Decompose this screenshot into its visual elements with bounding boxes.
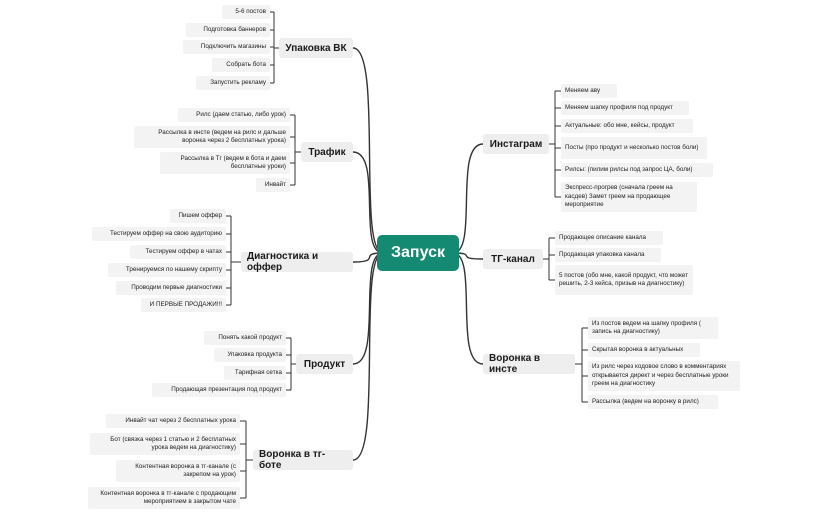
leaf-instagram-5[interactable]: Рилсы: (пилим рилсы под запрос ЦА, боли) [561, 163, 713, 177]
root-link-tg-kanal [452, 252, 484, 260]
root-link-trafik [352, 151, 384, 254]
leaf-upakovka-vk-5[interactable]: Запустить рекламу [196, 76, 270, 90]
leaf-voronka-tg-bote-3[interactable]: Контентная воронка в тг-канале (с закреп… [116, 460, 240, 482]
leaf-produkt-4[interactable]: Продающая презентация под продукт [152, 383, 286, 397]
leaf-upakovka-vk-2[interactable]: Подготовка баннеров [186, 23, 270, 37]
leaf-voronka-inste-3[interactable]: Из рилс через кодовое слово в комментари… [588, 361, 740, 391]
leaf-upakovka-vk-3[interactable]: Подключить магазины [183, 40, 270, 54]
leaf-diagnostika-5[interactable]: Проводим первые диагностики [116, 281, 226, 295]
leaf-tg-kanal-3[interactable]: 5 постов (обо мне, какой продукт, что мо… [555, 265, 693, 295]
branch-voronka-tg-bote[interactable]: Воронка в тг-боте [253, 449, 353, 471]
leaf-trafik-1[interactable]: Рилс (даем статью, либо урок) [178, 108, 290, 122]
leaf-instagram-4[interactable]: Посты (про продукт и несколько постов бо… [561, 137, 707, 159]
branch-produkt[interactable]: Продукт [296, 354, 353, 374]
leaf-produkt-2[interactable]: Упаковка продукта [214, 348, 286, 362]
leaf-diagnostika-1[interactable]: Пишем оффер [170, 209, 226, 223]
leaf-trafik-4[interactable]: Инвайт [256, 178, 290, 192]
root-link-upakovka-vk [352, 47, 384, 254]
leaf-diagnostika-2[interactable]: Тестируем оффер на свою аудиторию [92, 227, 226, 241]
root-link-voronka-tg-bote [352, 252, 384, 461]
leaf-voronka-tg-bote-4[interactable]: Контентная воронка в тг-канале с продающ… [88, 487, 240, 509]
branch-instagram[interactable]: Инстаграм [483, 134, 549, 154]
leaf-diagnostika-4[interactable]: Тренируемся по нашему скрипту [108, 263, 226, 277]
leaf-voronka-tg-bote-1[interactable]: Инвайт чат через 2 бесплатных урока [106, 414, 240, 428]
root-link-produkt [352, 252, 384, 365]
root-node[interactable]: Запуск [377, 235, 459, 271]
root-link-instagram [452, 143, 484, 254]
leaf-trafik-3[interactable]: Рассылка в Тг (ведем в бота и даем беспл… [160, 152, 290, 174]
branch-trafik[interactable]: Трафик [301, 142, 353, 162]
leaf-produkt-1[interactable]: Понять какой продукт [204, 331, 286, 345]
leaf-voronka-inste-1[interactable]: Из постов ведем на шапку профиля ( запис… [588, 317, 718, 339]
leaf-tg-kanal-2[interactable]: Продающая упаковка канала [555, 248, 661, 262]
leaf-tg-kanal-1[interactable]: Продающее описание канала [555, 231, 663, 245]
leaf-diagnostika-3[interactable]: Тестируем оффер в чатах [130, 245, 226, 259]
leaf-voronka-tg-bote-2[interactable]: Бот (связка через 1 статью и 2 бесплатны… [90, 433, 240, 455]
leaf-upakovka-vk-1[interactable]: 5-6 постов [222, 5, 270, 19]
branch-voronka-inste[interactable]: Воронка в инсте [483, 353, 575, 375]
leaf-trafik-2[interactable]: Рассылка в инсте (ведем на рилс и дальше… [134, 126, 290, 148]
root-link-diagnostika [352, 252, 384, 263]
leaf-diagnostika-6[interactable]: И ПЕРВЫЕ ПРОДАЖИ!!! [141, 298, 226, 312]
leaf-voronka-inste-2[interactable]: Скрытая воронка в актуальных [588, 343, 700, 357]
leaf-instagram-6[interactable]: Экспресс-прогрев (сначала греем на касде… [561, 182, 697, 212]
leaf-upakovka-vk-4[interactable]: Собрать бота [212, 58, 270, 72]
leaf-produkt-3[interactable]: Тарифная сетка [224, 366, 286, 380]
leaf-voronka-inste-4[interactable]: Рассылка (ведем на воронку в рилс) [588, 395, 718, 409]
branch-upakovka-vk[interactable]: Упаковка ВК [279, 38, 353, 58]
branch-tg-kanal[interactable]: ТГ-канал [483, 249, 543, 269]
root-link-voronka-inste [452, 252, 484, 365]
leaf-instagram-1[interactable]: Меняем аву [561, 84, 617, 98]
leaf-instagram-2[interactable]: Меняем шапку профиля под продукт [561, 101, 689, 115]
leaf-instagram-3[interactable]: Актуальные: обо мне, кейсы, продукт [561, 119, 693, 133]
branch-diagnostika[interactable]: Диагностика и оффер [241, 251, 353, 273]
